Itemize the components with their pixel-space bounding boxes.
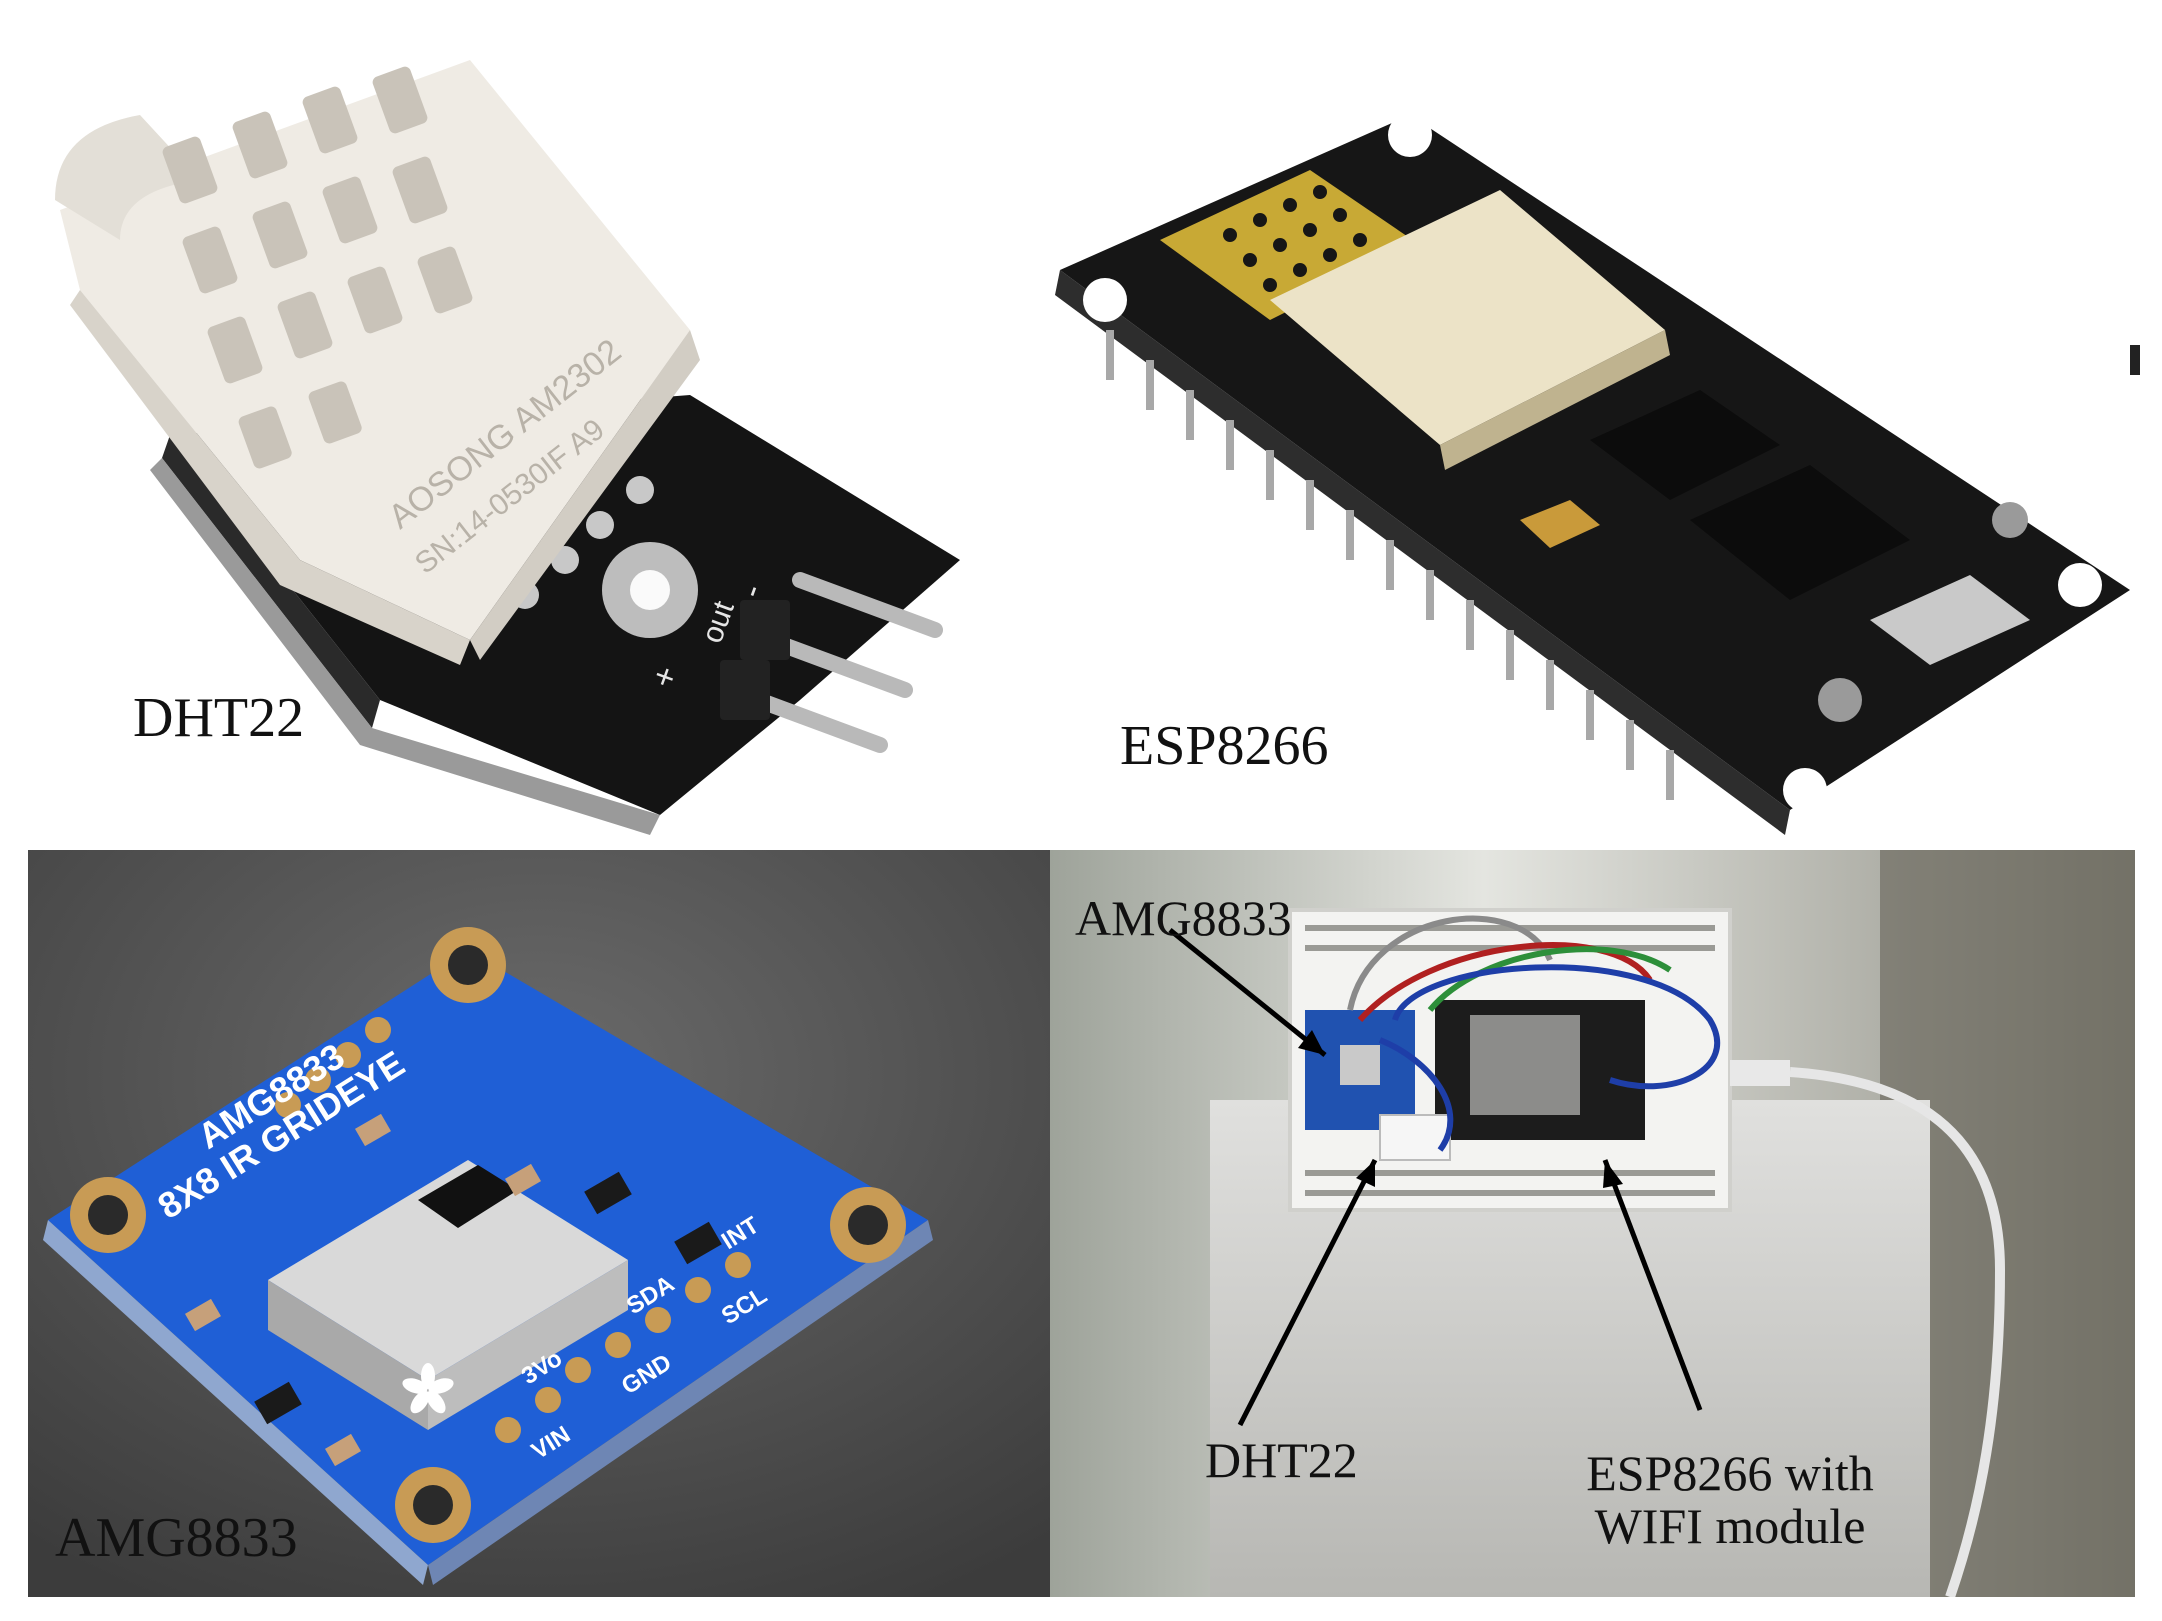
dht22-caption: DHT22 <box>133 687 305 749</box>
amg8833-illustration: AMG8833 8X8 IR GRIDEYE INT SDA SCL 3Vo G… <box>28 850 1050 1597</box>
assembly-label-amg8833: AMG8833 <box>1075 890 1292 946</box>
amg8833-photo-panel: AMG8833 8X8 IR GRIDEYE INT SDA SCL 3Vo G… <box>28 850 1050 1597</box>
esp8266-photo-panel: ESP8266 <box>1050 0 2162 845</box>
esp8266-caption: ESP8266 <box>1120 715 1329 777</box>
assembly-illustration <box>1050 850 2135 1597</box>
assembly-label-esp8266-line1: ESP8266 with <box>1586 1445 1874 1501</box>
adafruit-flower-logo <box>402 1363 454 1414</box>
assembly-label-esp8266-line2: WIFI module <box>1594 1497 1866 1554</box>
amg8833-caption: AMG8833 <box>55 1507 298 1569</box>
esp8266-illustration <box>1055 113 2140 835</box>
dht22-illustration: + out - AOSONG AM2302 SN:1 <box>55 60 960 835</box>
dht22-photo-panel: + out - AOSONG AM2302 SN:1 <box>0 0 1050 845</box>
assembly-label-dht22: DHT22 <box>1205 1432 1358 1488</box>
assembly-photo-panel: AMG8833 DHT22 ESP8266 with WIFI module <box>1050 850 2135 1597</box>
assembly-label-esp8266: ESP8266 with WIFI module <box>1580 1447 1880 1552</box>
